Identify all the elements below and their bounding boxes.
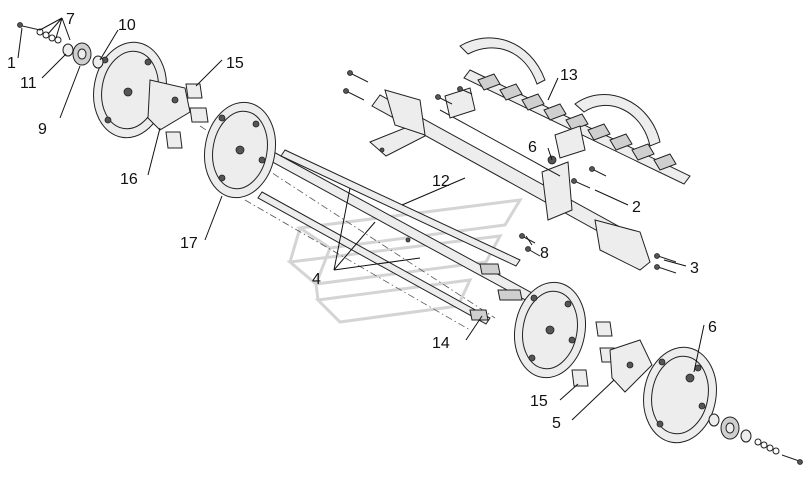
callout-2: 2 [632, 199, 641, 216]
callout-4: 4 [312, 271, 321, 288]
callout-7: 7 [66, 11, 75, 28]
callout-1: 1 [7, 55, 16, 72]
callout-14: 14 [432, 335, 450, 352]
curved-arm-right [574, 94, 661, 147]
callout-16: 16 [120, 171, 138, 188]
callout-17: 17 [180, 235, 198, 252]
callout-15-left: 15 [226, 55, 244, 72]
callout-6-bottom: 6 [708, 319, 717, 336]
wheel-right-inner [514, 281, 586, 379]
tine-teeth [477, 73, 677, 171]
wheel-left-inner [204, 101, 276, 199]
callout-15-right: 15 [530, 393, 548, 410]
callout-labels: 1 7 10 11 9 15 16 17 13 12 6 2 8 3 4 14 … [7, 11, 717, 432]
callout-8: 8 [540, 245, 549, 262]
tine-bar-assembly [444, 37, 691, 185]
leader-lines [17, 17, 705, 421]
callout-5: 5 [552, 415, 561, 432]
upper-axle-rod [280, 149, 521, 267]
callout-10: 10 [118, 17, 136, 34]
callout-13: 13 [560, 67, 578, 84]
callout-6-top: 6 [528, 139, 537, 156]
callout-11: 11 [20, 75, 37, 92]
axle-shafts [199, 125, 546, 331]
hub-right-parts [708, 413, 803, 465]
frame-support-8 [541, 161, 573, 221]
callout-12: 12 [432, 173, 450, 190]
hub-left-parts [17, 22, 104, 69]
curved-arm-left [459, 37, 546, 85]
frame-assembly [369, 89, 651, 271]
callout-3: 3 [690, 260, 699, 277]
bushings-left [165, 83, 209, 149]
rod-ends [405, 237, 523, 321]
hub-plate-16 [147, 79, 191, 131]
bushings-right [571, 321, 617, 387]
lower-axle-rod [257, 191, 491, 325]
hub-plate-5 [609, 339, 653, 393]
watermark-logo [286, 198, 523, 324]
callout-9: 9 [38, 121, 47, 138]
frame-plate [384, 89, 426, 136]
washer-11 [62, 43, 74, 57]
wheel-right-outer [643, 346, 717, 444]
frame-clamp-2 [594, 219, 651, 271]
